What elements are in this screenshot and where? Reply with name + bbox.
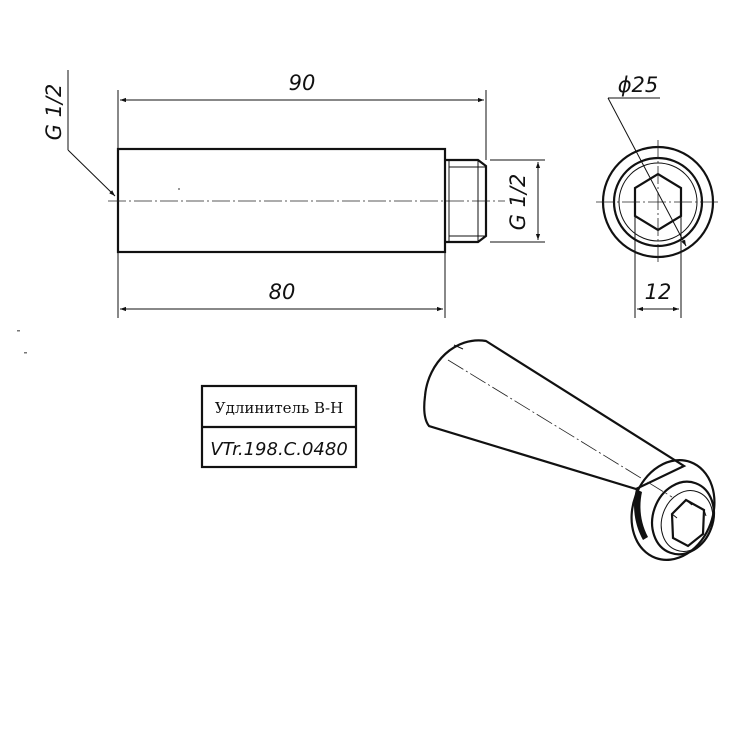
leader-left-arrow [67, 149, 116, 197]
end-view: ϕ25 12 [596, 73, 720, 318]
dim-90-label: 90 [289, 71, 316, 95]
thread-right-label: G 1/2 [506, 174, 530, 231]
iso-hex-depth-1 [685, 499, 693, 506]
part-name: Удлинитель В-Н [215, 399, 343, 417]
diameter-leader [607, 97, 687, 247]
dim-80-label: 80 [269, 280, 296, 304]
title-block: Удлинитель В-Н VTr.198.C.0480 [200, 384, 358, 469]
iso-hex-depth-3 [671, 513, 678, 519]
iso-centerline [447, 359, 673, 498]
iso-body-outline [423, 339, 687, 491]
speck [17, 330, 20, 332]
body-outline [116, 147, 447, 254]
speck [178, 188, 180, 190]
speck [24, 352, 27, 354]
thread-left-label: G 1/2 [42, 84, 66, 141]
hex-size-label: 12 [645, 280, 672, 304]
iso-hex-depth-2 [703, 509, 707, 517]
iso-shadow-edge [634, 489, 648, 540]
iso-nipple-inner [660, 490, 714, 552]
iso-hex-socket [670, 498, 706, 548]
scan-specks [17, 188, 180, 354]
diameter-label: ϕ25 [618, 73, 659, 97]
part-code: VTr.198.C.0480 [210, 439, 348, 460]
isometric-view [423, 339, 716, 561]
iso-body-highlight [453, 344, 464, 350]
side-view: 90 80 G 1/2 G 1/2 [42, 70, 545, 318]
